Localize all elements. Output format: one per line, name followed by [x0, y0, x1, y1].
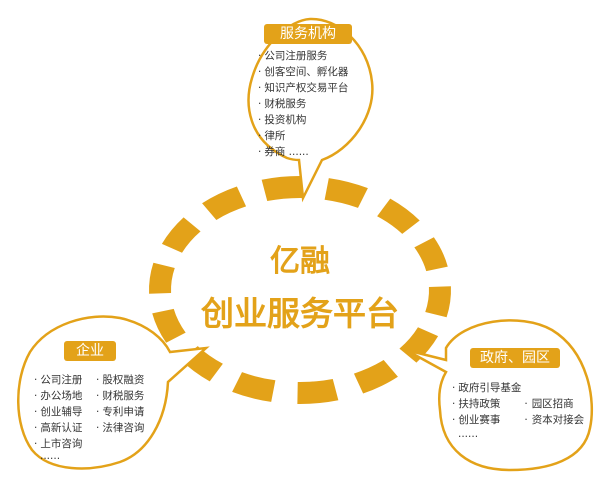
government-title-tag: 政府、园区 — [470, 348, 560, 368]
enterprise-more: ...... — [40, 450, 61, 462]
ring-segment — [149, 262, 175, 294]
list-item: 政府引导基金 — [452, 380, 584, 396]
list-item: 上市咨询 — [34, 436, 82, 452]
ring-segment — [377, 198, 420, 234]
center-title-line2: 创业服务平台 — [201, 294, 399, 333]
ring-segment — [399, 327, 439, 363]
list-item-label: 政府引导基金 — [458, 382, 522, 394]
ring-segment — [261, 176, 303, 202]
list-item-label: 创业赛事 — [458, 414, 501, 426]
ring-segment — [232, 372, 276, 402]
list-item: 法律咨询 — [96, 420, 144, 436]
list-item: 公司注册服务 — [258, 48, 348, 64]
enterprise-list-left: 公司注册办公场地创业辅导高新认证上市咨询 — [34, 372, 82, 452]
list-item: 财税服务 — [96, 388, 144, 404]
enterprise-title-tag: 企业 — [64, 341, 116, 361]
list-item: 创业赛事·资本对接会 — [452, 412, 584, 428]
list-item-label: 园区招商 — [531, 398, 574, 410]
list-item-label: 扶持政策 — [458, 398, 501, 410]
list-item: 知识产权交易平台 — [258, 80, 348, 96]
list-item: 投资机构 — [258, 112, 348, 128]
ring-segment — [425, 286, 451, 318]
service-list: 公司注册服务创客空间、孵化器知识产权交易平台财税服务投资机构律所券商 .....… — [258, 48, 348, 160]
list-item: 创客空间、孵化器 — [258, 64, 348, 80]
list-item-label: 资本对接会 — [531, 414, 585, 426]
ring-segment — [297, 378, 339, 404]
list-item: 创业辅导 — [34, 404, 82, 420]
ring-segment — [152, 308, 186, 343]
ring-segment — [414, 237, 448, 272]
list-item: 专利申请 — [96, 404, 144, 420]
ring-segment — [161, 217, 201, 253]
enterprise-list-right: 股权融资财税服务专利申请法律咨询 — [96, 372, 144, 436]
list-item: 公司注册 — [34, 372, 82, 388]
center-title-line1: 亿融 — [270, 244, 330, 279]
ring-segment — [202, 186, 247, 220]
list-item: 高新认证 — [34, 420, 82, 436]
ring-segment — [353, 360, 398, 394]
list-item: 扶持政策·园区招商 — [452, 396, 584, 412]
list-item: 办公场地 — [34, 388, 82, 404]
service-title-tag: 服务机构 — [264, 24, 352, 44]
list-item: 券商 ...... — [258, 144, 348, 160]
government-more: ...... — [458, 428, 479, 440]
list-item: 财税服务 — [258, 96, 348, 112]
government-list: 政府引导基金扶持政策·园区招商创业赛事·资本对接会 — [452, 380, 584, 428]
ring-segment — [324, 178, 368, 208]
list-item: 律所 — [258, 128, 348, 144]
list-item: 股权融资 — [96, 372, 144, 388]
